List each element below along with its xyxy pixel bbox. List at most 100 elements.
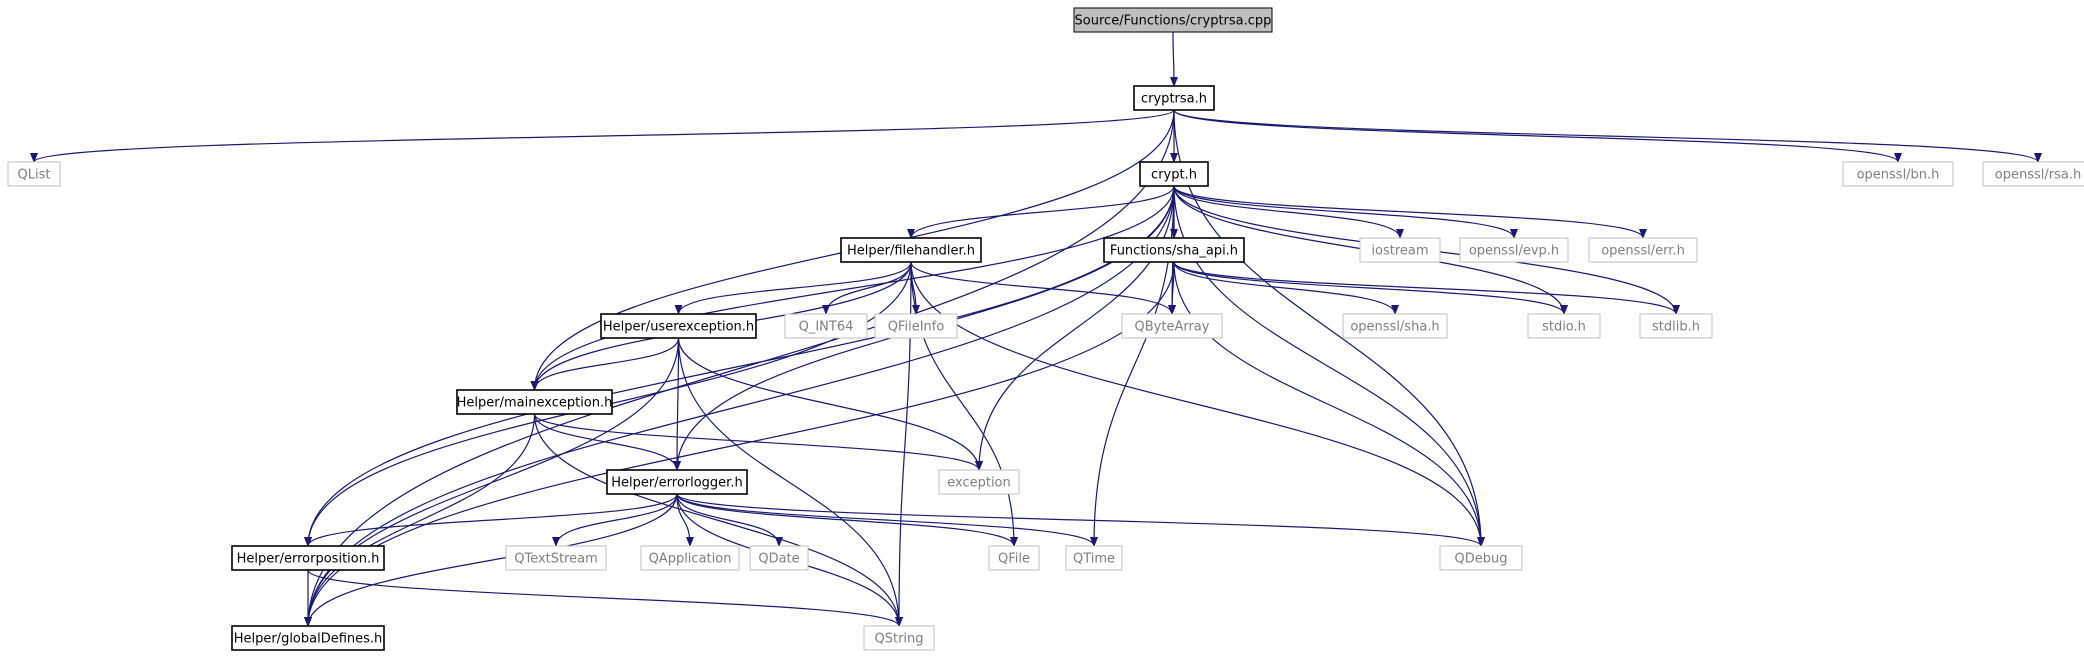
- edge-cryptrsa_h-to-qlist: [30, 109, 1175, 163]
- edge-crypt_h-to-openssl_evp: [1173, 185, 1518, 239]
- edge-crypt_h-to-openssl_err: [1173, 185, 1647, 239]
- node-userexception[interactable]: Helper/userexception.h: [600, 313, 757, 339]
- node-qlist: QList: [7, 161, 61, 187]
- node-errorposition[interactable]: Helper/errorposition.h: [231, 545, 385, 571]
- node-label-qdate: QDate: [758, 552, 799, 567]
- node-label-errorposition: Helper/errorposition.h: [237, 552, 380, 567]
- edge-sha_api-to-openssl_sha: [1173, 261, 1399, 315]
- edge-sha_api-to-qdebug: [1173, 261, 1485, 547]
- node-box-stdlib: [1639, 313, 1713, 339]
- node-box-openssl_err: [1588, 237, 1698, 263]
- node-box-qstring: [863, 625, 935, 651]
- node-label-filehandler: Helper/filehandler.h: [847, 244, 975, 259]
- node-box-qfileinfo: [874, 313, 958, 339]
- node-errorlogger[interactable]: Helper/errorlogger.h: [606, 469, 748, 495]
- node-box-root: [1073, 7, 1273, 33]
- node-stdio: stdio.h: [1527, 313, 1601, 339]
- node-label-cryptrsa_h: cryptrsa.h: [1141, 92, 1207, 107]
- edge-filehandler-to-userexception: [674, 261, 912, 315]
- edge-crypt_h-to-exception: [975, 185, 1175, 471]
- edge-errorposition-to-qstring: [307, 569, 903, 627]
- node-box-filehandler: [840, 237, 982, 263]
- node-label-sha_api: Functions/sha_api.h: [1110, 244, 1238, 259]
- node-label-qstring: QString: [874, 632, 923, 647]
- edge-userexception-to-errorlogger: [673, 337, 682, 471]
- node-box-cryptrsa_h: [1133, 85, 1215, 111]
- node-box-qlist: [7, 161, 61, 187]
- node-openssl_evp: openssl/evp.h: [1459, 237, 1569, 263]
- node-box-errorposition: [231, 545, 385, 571]
- node-box-userexception: [600, 313, 757, 339]
- edge-errorlogger-to-qfile: [676, 493, 1018, 547]
- edge-crypt_h-to-filehandler: [907, 185, 1175, 239]
- node-label-openssl_bn: openssl/bn.h: [1857, 168, 1940, 183]
- edge-sha_api-to-stdlib: [1173, 261, 1680, 315]
- node-qfileinfo: QFileInfo: [874, 313, 958, 339]
- node-box-qdebug: [1439, 545, 1523, 571]
- node-qint64: Q_INT64: [784, 313, 868, 339]
- node-box-globaldefines: [231, 625, 385, 651]
- node-label-openssl_evp: openssl/evp.h: [1469, 244, 1559, 259]
- edge-crypt_h-to-iostream: [1173, 185, 1404, 239]
- node-label-openssl_err: openssl/err.h: [1601, 244, 1685, 259]
- node-label-qtextstream: QTextStream: [514, 552, 598, 567]
- edge-errorlogger-to-qtime: [676, 493, 1098, 547]
- node-exception: exception: [938, 469, 1020, 495]
- node-label-qtime: QTime: [1073, 552, 1115, 567]
- node-box-openssl_evp: [1459, 237, 1569, 263]
- node-sha_api[interactable]: Functions/sha_api.h: [1103, 237, 1245, 263]
- edge-filehandler-to-qint64: [822, 261, 912, 315]
- node-label-stdio: stdio.h: [1542, 320, 1586, 335]
- node-box-stdio: [1527, 313, 1601, 339]
- node-qfile: QFile: [988, 545, 1040, 571]
- edge-mainexception-to-errorlogger: [533, 413, 681, 471]
- node-openssl_rsa: openssl/rsa.h: [1982, 161, 2084, 187]
- node-box-exception: [938, 469, 1020, 495]
- node-box-iostream: [1359, 237, 1441, 263]
- node-label-exception: exception: [947, 476, 1011, 491]
- edge-errorlogger-to-qdebug: [676, 493, 1485, 547]
- node-label-qbytearray: QByteArray: [1135, 320, 1210, 335]
- node-label-qapplication: QApplication: [649, 552, 732, 567]
- node-box-qapplication: [640, 545, 740, 571]
- node-box-openssl_rsa: [1982, 161, 2084, 187]
- node-mainexception[interactable]: Helper/mainexception.h: [456, 389, 613, 415]
- node-qapplication: QApplication: [640, 545, 740, 571]
- node-box-qfile: [988, 545, 1040, 571]
- node-stdlib: stdlib.h: [1639, 313, 1713, 339]
- edge-userexception-to-exception: [677, 337, 983, 471]
- edge-errorlogger-to-qtextstream: [552, 493, 678, 547]
- node-box-sha_api: [1103, 237, 1245, 263]
- edge-mainexception-to-qstring: [533, 413, 903, 627]
- node-label-errorlogger: Helper/errorlogger.h: [611, 476, 742, 491]
- node-label-qfileinfo: QFileInfo: [888, 320, 945, 335]
- edge-root-to-cryptrsa_h: [1169, 31, 1178, 87]
- node-cryptrsa_h[interactable]: cryptrsa.h: [1133, 85, 1215, 111]
- node-box-mainexception: [456, 389, 613, 415]
- node-filehandler[interactable]: Helper/filehandler.h: [840, 237, 982, 263]
- node-root[interactable]: Source/Functions/cryptrsa.cpp: [1073, 7, 1273, 33]
- node-qdate: QDate: [749, 545, 809, 571]
- edge-crypt_h-to-globaldefines: [304, 185, 1175, 627]
- node-box-qint64: [784, 313, 868, 339]
- edge-mainexception-to-globaldefines: [304, 413, 536, 627]
- node-label-mainexception: Helper/mainexception.h: [457, 396, 613, 411]
- edges-layer: [30, 31, 2042, 627]
- node-crypt_h[interactable]: crypt.h: [1139, 161, 1209, 187]
- node-box-errorlogger: [606, 469, 748, 495]
- nodes-layer: Source/Functions/cryptrsa.cpp cryptrsa.hQ…: [7, 7, 2084, 651]
- node-box-qbytearray: [1121, 313, 1223, 339]
- node-qtextstream: QTextStream: [505, 545, 607, 571]
- node-globaldefines[interactable]: Helper/globalDefines.h: [231, 625, 385, 651]
- edge-cryptrsa_h-to-qdebug: [1173, 109, 1485, 547]
- edge-cryptrsa_h-to-openssl_bn: [1173, 109, 1902, 163]
- node-box-openssl_sha: [1342, 313, 1448, 339]
- edge-userexception-to-qstring: [677, 337, 903, 627]
- node-box-qtextstream: [505, 545, 607, 571]
- node-qdebug: QDebug: [1439, 545, 1523, 571]
- edge-filehandler-to-qfile: [910, 261, 1018, 547]
- node-box-crypt_h: [1139, 161, 1209, 187]
- edge-filehandler-to-qbytearray: [910, 261, 1176, 315]
- node-openssl_sha: openssl/sha.h: [1342, 313, 1448, 339]
